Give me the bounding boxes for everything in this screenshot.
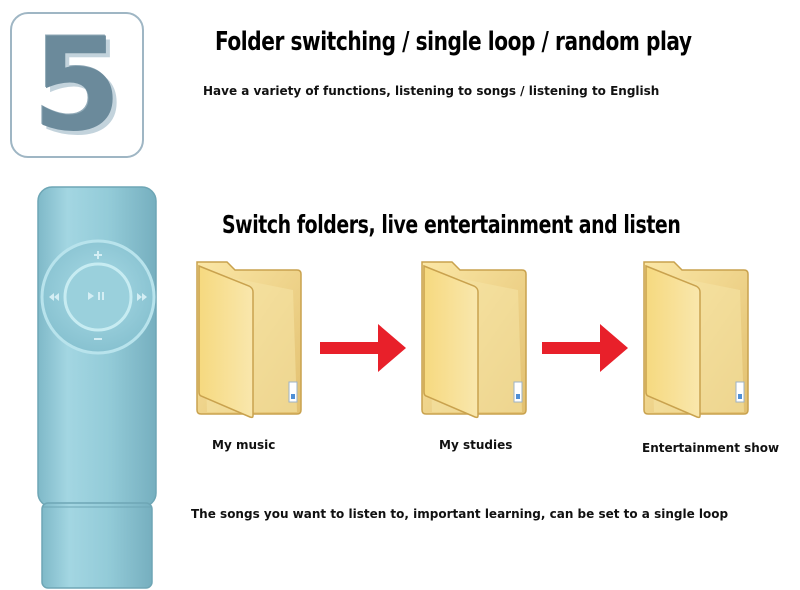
folder-icon: [196, 261, 302, 419]
arrow-right-icon: [542, 324, 628, 372]
mp3-player-image: [37, 186, 157, 589]
main-caption: Have a variety of functions, listening t…: [203, 84, 660, 98]
step-badge: 5: [10, 12, 144, 158]
folder-icon: [643, 261, 749, 419]
folder-label-entertainment-show: Entertainment show: [642, 441, 780, 455]
plus-icon: [94, 251, 102, 259]
folder-label-my-music: My music: [212, 438, 276, 452]
bottom-caption: The songs you want to listen to, importa…: [191, 507, 729, 521]
main-heading: Folder switching / single loop / random …: [215, 27, 692, 57]
folder-icon: [421, 261, 527, 419]
play-pause-icon: [88, 292, 104, 300]
step-number: 5: [32, 11, 122, 160]
section-heading: Switch folders, live entertainment and l…: [222, 210, 681, 239]
arrow-right-icon: [320, 324, 406, 372]
folder-label-my-studies: My studies: [439, 438, 513, 452]
next-icon: [137, 293, 147, 301]
previous-icon: [49, 293, 59, 301]
minus-icon: [94, 338, 102, 340]
